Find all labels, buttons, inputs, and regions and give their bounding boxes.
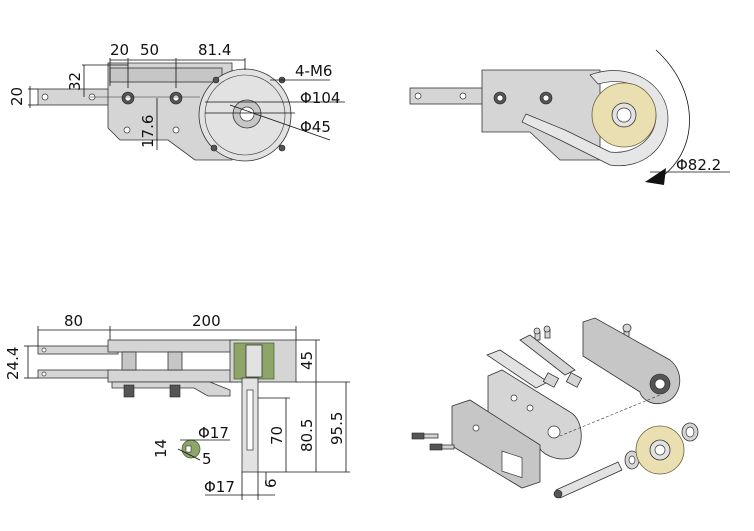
side-shaft-key [246,389,254,451]
exploded-screw-top-2 [543,325,551,339]
dim-thread-m6: 4-M6 [295,62,332,80]
chain-bolt-1-inner [496,94,504,102]
dim-80-width: 80 [64,312,83,330]
dim-dia-104: Φ104 [300,89,340,107]
exploded-spacer-2 [565,372,583,388]
front-small-hole-1 [123,126,131,134]
exploded-mid-hole-1 [510,394,518,402]
dim-45-height: 45 [298,351,316,370]
exploded-shaft-end [553,489,563,499]
dim-key-5: 5 [202,450,212,468]
exploded-arm-bore [654,378,666,390]
side-view: 80 200 24.4 45 Φ17 14 5 70 80.5 95.5 6 Φ… [4,312,350,500]
side-rod-top [37,345,119,355]
rotation-arrow-arc [655,49,690,179]
side-bolt-2 [169,384,181,398]
exploded-mid-bore [547,425,561,439]
dim-95-5-height: 95.5 [328,412,346,445]
exploded-mid-hole-2 [526,404,534,412]
dim-20-width: 20 [110,41,129,59]
chain-rod-hole-2 [459,92,467,100]
rotation-arrow-head-icon [645,168,666,185]
chain-view: Φ82.2 [409,49,730,185]
dim-70-height: 70 [268,426,286,445]
exploded-washer-hole [628,455,636,465]
exploded-base-hole [472,424,480,432]
exploded-sprocket-bore [654,444,666,456]
side-plate-bottom [107,369,239,383]
front-small-hole-2 [172,126,180,134]
dim-24-height: 24.4 [4,347,22,380]
side-rod-bottom [37,369,119,379]
side-rod-hole-2 [41,371,47,377]
exploded-retaining-ring-hole [685,426,695,438]
exploded-base-window [501,450,523,479]
front-housing-ring [204,74,286,156]
dim-81-width: 81.4 [198,41,231,59]
chain-bolt-2-inner [542,94,550,102]
dim-bottom-dia-17: Φ17 [204,478,235,496]
dim-50-width: 50 [140,41,159,59]
front-bracket-upper [109,67,223,83]
front-view: 20 50 81.4 4-M6 Φ104 Φ45 32 20 17.6 [8,41,345,162]
front-m6-hole-4 [278,144,286,152]
side-plate-top [107,339,239,353]
exploded-top-strip [519,334,576,376]
side-spacer-1 [121,351,137,371]
dim-80-5-height: 80.5 [298,419,316,452]
exploded-axis-line [554,394,661,439]
dim-shaft-dia-17: Φ17 [198,424,229,442]
front-m6-hole-1 [212,76,220,84]
dim-dia-82: Φ82.2 [676,156,721,174]
exploded-screw-left-1 [411,432,439,440]
front-bolt-1-inner [124,94,132,102]
exploded-shaft [555,461,623,499]
dim-14-height: 14 [152,439,170,458]
dim-200-width: 200 [192,312,221,330]
dim-6-height: 6 [262,478,280,488]
side-hub [245,344,263,378]
dim-dia-45: Φ45 [300,118,331,136]
dim-32-height: 32 [66,72,84,91]
exploded-screw-top-3 [622,323,632,341]
dim-20-height: 20 [8,87,26,106]
side-spacer-2 [167,351,183,371]
exploded-view [411,317,699,499]
exploded-spacer-1 [542,372,560,388]
front-m6-hole-3 [210,144,218,152]
front-bolt-2-inner [172,94,180,102]
shaft-section-key [185,445,192,453]
exploded-screw-top-1 [533,327,541,341]
exploded-screw-left-2 [429,443,455,451]
side-rod-hole-1 [41,347,47,353]
chain-sprocket-bore [616,107,632,123]
front-rod-hole-1 [41,93,49,101]
chain-rod-hole-1 [414,92,422,100]
side-bolt-1 [123,384,135,398]
front-housing-bore [239,106,255,122]
dim-17-height: 17.6 [139,115,157,148]
